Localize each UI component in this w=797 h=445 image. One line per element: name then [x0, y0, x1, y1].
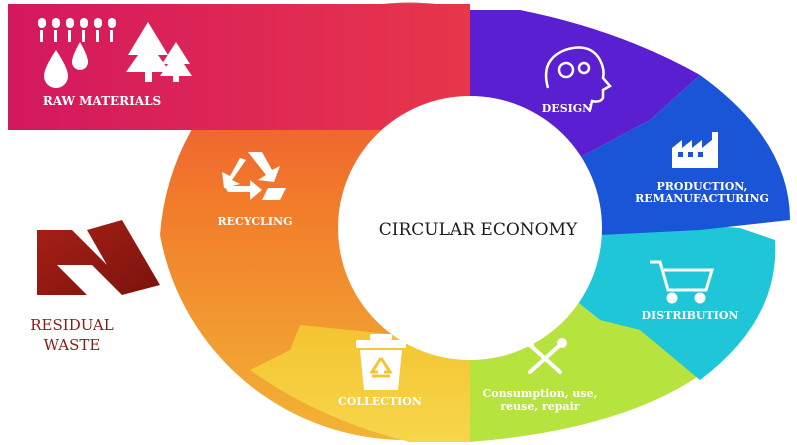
recycle-bin-icon	[356, 334, 406, 390]
wheat-icon	[38, 18, 116, 42]
factory-icon	[672, 132, 718, 168]
collection-label: COLLECTION	[338, 395, 422, 408]
center-title: CIRCULAR ECONOMY	[379, 220, 578, 240]
collection-segment	[250, 325, 470, 442]
recycle-icon	[222, 152, 286, 200]
residual-waste-line2: WASTE	[44, 336, 101, 354]
residual-waste-line1: RESIDUAL	[30, 316, 113, 334]
droplets-icon	[44, 42, 88, 88]
consumption-label-line2: reuse, repair	[500, 400, 579, 413]
distribution-label: DISTRIBUTION	[642, 309, 739, 322]
center-circle	[338, 96, 602, 360]
production-label-line1: PRODUCTION,	[657, 180, 748, 193]
production-label-line2: REMANUFACTURING	[635, 192, 769, 205]
design-label: DESIGN	[542, 102, 592, 115]
head-gears-icon	[544, 46, 612, 111]
residual-waste-arrow	[37, 220, 160, 295]
tools-icon	[524, 338, 567, 374]
raw-materials-label: RAW MATERIALS	[43, 94, 161, 108]
shopping-cart-icon	[650, 260, 715, 304]
recycling-label: RECYCLING	[217, 215, 292, 228]
trees-icon	[126, 22, 192, 82]
consumption-label-line1: Consumption, use,	[483, 387, 598, 400]
